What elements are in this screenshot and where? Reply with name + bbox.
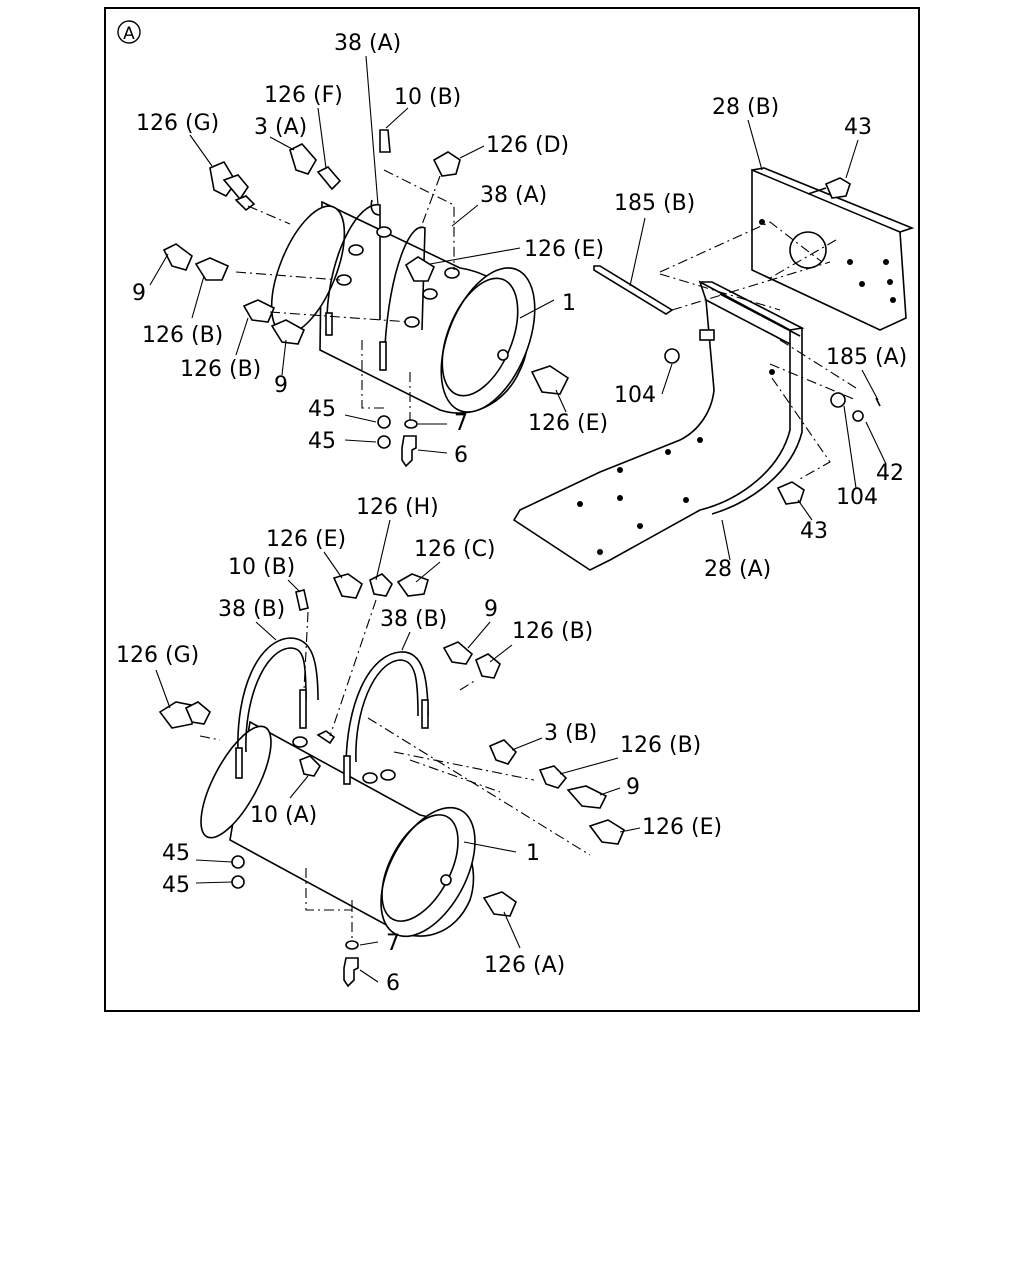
callout-126f: 126 (F) <box>264 83 343 108</box>
section-marker: A <box>117 20 141 44</box>
top-fittings <box>162 129 570 468</box>
callout-126e-bottom-top: 126 (E) <box>266 527 346 552</box>
callout-6-bottom: 6 <box>386 971 400 996</box>
callout-10b-lower: 10 (B) <box>228 555 295 580</box>
callout-185b: 185 (B) <box>614 191 695 216</box>
callout-126g-upper: 126 (G) <box>136 111 219 136</box>
callout-3b: 3 (B) <box>544 721 597 746</box>
callout-43-lower: 43 <box>800 519 828 544</box>
callout-1-bottom: 1 <box>526 841 540 866</box>
callout-126b-lower: 126 (B) <box>180 357 261 382</box>
callout-126c: 126 (C) <box>414 537 496 562</box>
callout-28b: 28 (B) <box>712 95 779 120</box>
callout-1-top: 1 <box>562 291 576 316</box>
callout-10a: 10 (A) <box>250 803 317 828</box>
bracket-leaders <box>629 119 887 561</box>
callout-126b-left: 126 (B) <box>142 323 223 348</box>
callout-7-bottom: 7 <box>386 931 400 956</box>
callout-126d: 126 (D) <box>486 133 569 158</box>
callout-38a-upper: 38 (A) <box>334 31 401 56</box>
callout-10b-upper: 10 (B) <box>394 85 461 110</box>
bracket-labels: 28 (B) 43 185 (B) 185 (A) 104 104 42 43 … <box>614 95 907 582</box>
callout-38a-lower: 38 (A) <box>480 183 547 208</box>
top-leaders <box>149 55 567 454</box>
callout-9-upper-left: 9 <box>132 281 146 306</box>
callout-9-bottom-right: 9 <box>626 775 640 800</box>
top-air-tank <box>270 199 536 414</box>
callout-45-d: 45 <box>162 873 190 898</box>
callout-38b-left: 38 (B) <box>218 597 285 622</box>
callout-126e-bottom-right: 126 (E) <box>642 815 722 840</box>
callout-9-bottom-top: 9 <box>484 597 498 622</box>
callout-38b-right: 38 (B) <box>380 607 447 632</box>
callout-104-right: 104 <box>836 485 878 510</box>
section-marker-letter: A <box>123 24 135 44</box>
callout-45-b: 45 <box>308 429 336 454</box>
callout-185a: 185 (A) <box>826 345 907 370</box>
callout-28a: 28 (A) <box>704 557 771 582</box>
callout-45-c: 45 <box>162 841 190 866</box>
callout-9-lower: 9 <box>274 373 288 398</box>
callout-126a: 126 (A) <box>484 953 565 978</box>
callout-42: 42 <box>876 461 904 486</box>
callout-126b-bottom-right: 126 (B) <box>620 733 701 758</box>
bottom-leaders <box>155 519 641 983</box>
callout-104-left: 104 <box>614 383 656 408</box>
bottom-fittings <box>158 573 626 988</box>
callout-6-top: 6 <box>454 443 468 468</box>
callout-45-a: 45 <box>308 397 336 422</box>
callout-43-upper: 43 <box>844 115 872 140</box>
callout-7-top: 7 <box>454 411 468 436</box>
callout-126b-bottom-top: 126 (B) <box>512 619 593 644</box>
callout-3a: 3 (A) <box>254 115 307 140</box>
mounting-bracket <box>512 167 915 571</box>
callout-126e-end: 126 (E) <box>528 411 608 436</box>
callout-126g-lower: 126 (G) <box>116 643 199 668</box>
callout-126h: 126 (H) <box>356 495 439 520</box>
bottom-tank-labels: 126 (H) 126 (E) 126 (C) 10 (B) 38 (B) 9 … <box>116 495 722 996</box>
top-tank-labels: 38 (A) 126 (F) 10 (B) 126 (G) 3 (A) 126 … <box>132 31 608 468</box>
callout-126e-top: 126 (E) <box>524 237 604 262</box>
bottom-air-tank <box>200 637 476 938</box>
diagram-frame <box>104 7 920 1012</box>
